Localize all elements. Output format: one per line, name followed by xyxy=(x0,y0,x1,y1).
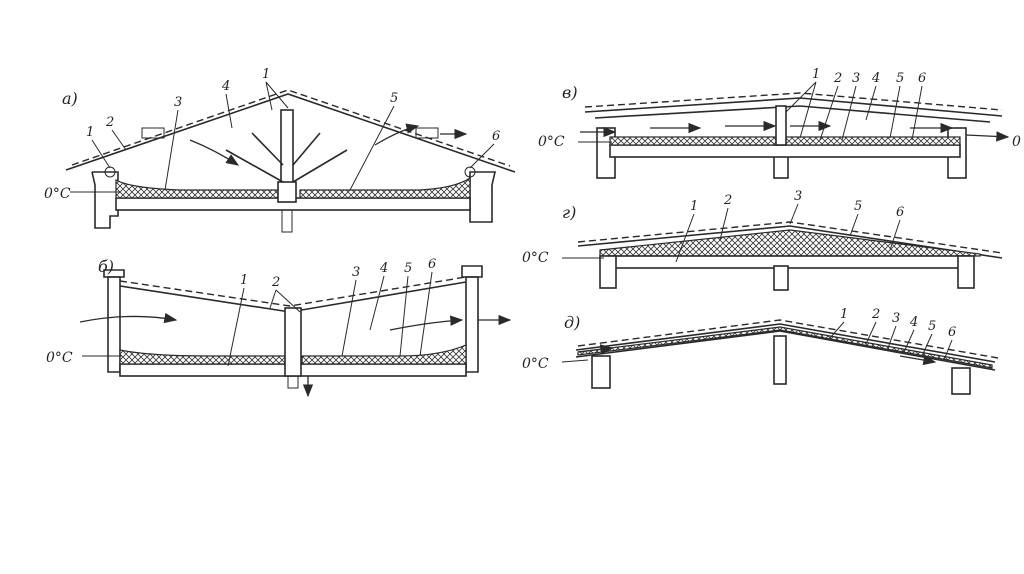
panel-d-callout-1: 1 xyxy=(840,307,848,322)
panel-v-callout-5: 5 xyxy=(896,71,904,86)
panel-g-callout-2: 2 xyxy=(723,193,732,208)
panel-v-callout-6: 6 xyxy=(918,71,926,86)
panel-b-label: б) xyxy=(98,257,114,276)
panel-d-callout-5: 5 xyxy=(928,319,936,334)
panel-b-callout-3: 3 xyxy=(352,265,360,280)
panel-g-callout-5: 5 xyxy=(854,199,862,214)
panel-b-temp: 0°C xyxy=(46,350,73,366)
panel-d-temp: 0°C xyxy=(522,356,549,372)
panel-d: д) 0°C 1 2 3 4 5 6 xyxy=(522,307,999,395)
panel-g: г) 0°C 1 2 3 5 6 xyxy=(522,189,1003,291)
panel-v-callout-2: 2 xyxy=(833,71,842,86)
panel-a-callout-4: 4 xyxy=(221,79,230,94)
panel-g-temp: 0°C xyxy=(522,250,549,266)
panel-b-callout-2: 2 xyxy=(271,275,280,290)
panel-b-callout-5: 5 xyxy=(404,261,412,276)
panel-d-label: д) xyxy=(564,313,580,332)
panel-a-label: а) xyxy=(62,89,78,108)
panel-a-callout-2: 2 xyxy=(105,115,114,130)
panel-a-callout-1b: 1 xyxy=(262,67,270,82)
panel-d-callout-4: 4 xyxy=(909,315,918,330)
panel-b-callout-1: 1 xyxy=(240,273,248,288)
panel-a-callout-3: 3 xyxy=(174,95,182,110)
panel-d-callout-6: 6 xyxy=(948,325,956,340)
panel-d-callout-2: 2 xyxy=(871,307,880,322)
panel-d-callout-3: 3 xyxy=(892,311,900,326)
panel-a-callout-6: 6 xyxy=(492,129,500,144)
panel-v-temp: 0°C xyxy=(538,134,565,150)
panel-v-callout-3: 3 xyxy=(852,71,860,86)
panel-v-callout-1: 1 xyxy=(812,67,820,82)
panel-g-callout-3: 3 xyxy=(794,189,802,204)
panel-g-callout-1: 1 xyxy=(690,199,698,214)
panel-b: б) 0°C 1 2 3 4 5 6 xyxy=(46,257,512,398)
panel-a-temp: 0°C xyxy=(44,186,71,202)
panel-b-callout-6: 6 xyxy=(428,257,436,272)
panel-v-callout-4: 4 xyxy=(871,71,880,86)
panel-a-callout-1: 1 xyxy=(86,125,94,140)
panel-g-callout-6: 6 xyxy=(896,205,904,220)
panel-v: в) 0°C 0 1 2 3 4 5 6 xyxy=(538,67,1021,179)
panel-v-label: в) xyxy=(562,83,578,102)
panel-v-temp-right: 0 xyxy=(1012,134,1021,150)
panel-b-callout-4: 4 xyxy=(379,261,388,276)
panel-g-label: г) xyxy=(562,203,576,222)
panel-a-callout-5: 5 xyxy=(390,91,398,106)
panel-a: а) 0°C 1 2 3 4 1 5 6 xyxy=(44,67,516,233)
